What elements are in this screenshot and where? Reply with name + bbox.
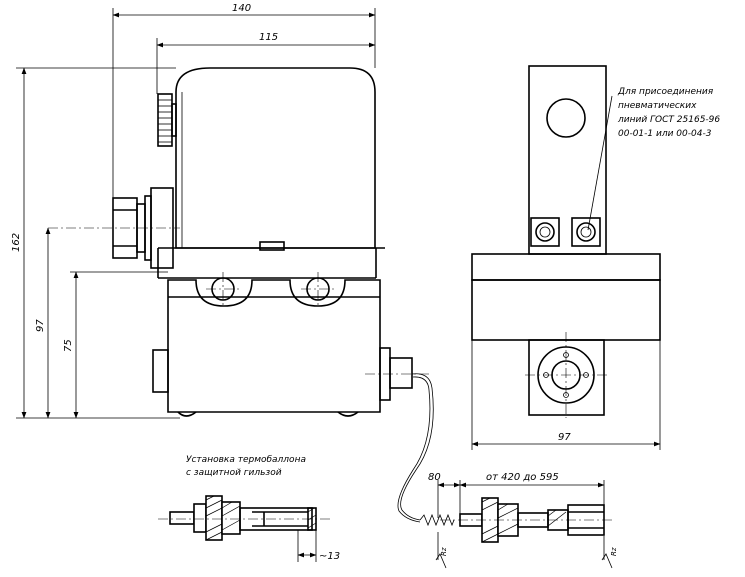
note-line-4: 00-01-1 или 00-04-3 xyxy=(618,129,712,139)
dim-140: 140 xyxy=(232,3,251,14)
surface-symbol-right: Rz xyxy=(610,547,618,556)
surface-symbol-left: Rz xyxy=(440,547,448,556)
surface-finish-symbol-left: Rz xyxy=(435,532,448,569)
side-view: 97 xyxy=(471,65,661,450)
dim-97-height: 97 xyxy=(35,319,46,332)
dim-115: 115 xyxy=(259,32,278,43)
thermo-caption-1: Установка термобаллона xyxy=(186,455,306,465)
dim-75: 75 xyxy=(63,339,74,352)
dim-97-side: 97 xyxy=(558,432,571,443)
note-line-1: Для присоединения xyxy=(617,87,714,97)
note-line-3: линий ГОСТ 25165-96 xyxy=(617,115,720,125)
dim-tube-length: от 420 до 595 xyxy=(486,472,559,483)
dim-80: 80 xyxy=(428,472,441,483)
note-line-2: пневматических xyxy=(618,101,697,111)
thermo-caption-2: с защитной гильзой xyxy=(186,468,282,478)
dim-162: 162 xyxy=(11,233,22,252)
thermo-sleeve-detail: Установка термобаллона с защитной гильзо… xyxy=(158,455,340,562)
front-dimensions: 140 115 162 97 75 xyxy=(11,3,376,419)
front-view xyxy=(48,67,434,523)
capillary-detail: 80 от 420 до 595 Rz Rz xyxy=(419,472,618,569)
pneumatic-note: Для присоединения пневматических линий Г… xyxy=(617,87,720,139)
dim-13: ~13 xyxy=(319,551,340,562)
surface-finish-symbol-right: Rz xyxy=(601,536,618,569)
